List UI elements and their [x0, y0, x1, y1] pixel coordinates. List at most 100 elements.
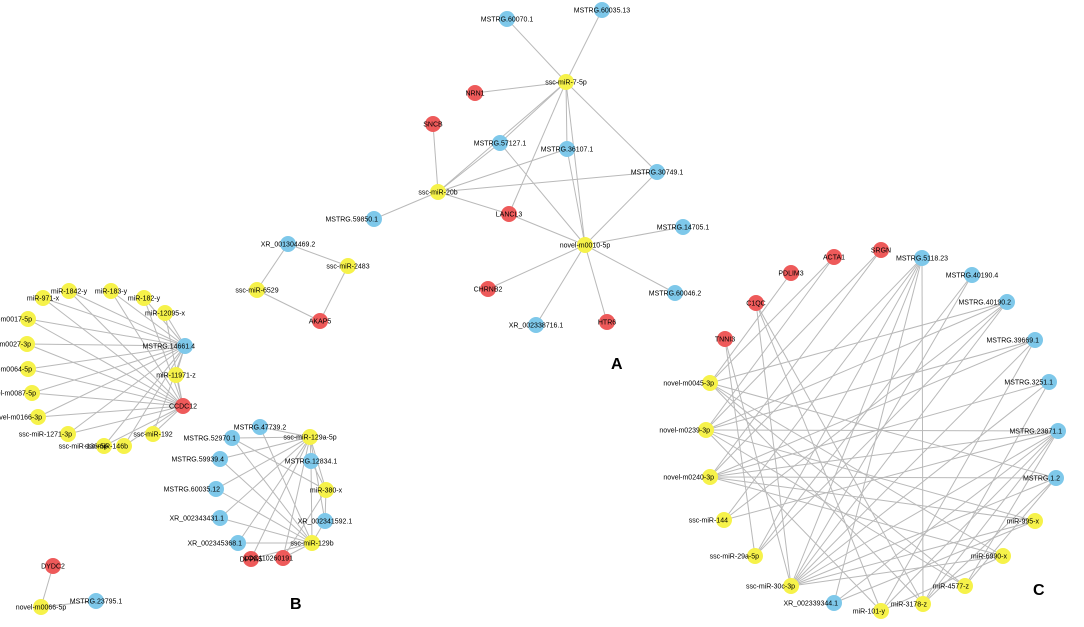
node-c_mir9: miR-4577-z — [933, 578, 973, 594]
node-label: miR-11971-z — [156, 373, 196, 380]
mirna-node-circle — [33, 599, 49, 615]
lncrna-node-circle — [492, 135, 508, 151]
node-label: miR-3178-z — [891, 602, 928, 609]
mirna-node-circle — [302, 429, 318, 445]
lncrna-node-circle — [649, 164, 665, 180]
mirna-node-circle — [249, 282, 265, 298]
node-label: novel-m0240-3p — [663, 475, 714, 482]
edge-a_m2-a_mir2 — [432, 123, 439, 193]
edge-a_lnc1-a_mir1 — [506, 18, 567, 83]
edge-s_mir1-s_m1 — [319, 265, 349, 322]
lncrna-node-circle — [280, 236, 296, 252]
node-l_mir12: ssc-miR-1271-3p — [19, 426, 76, 442]
node-c_mir3: novel-m0240-3p — [663, 469, 718, 485]
mirna-node-circle — [558, 74, 574, 90]
mirna-node-circle — [430, 184, 446, 200]
edge-c_mir7-c_mir1 — [709, 382, 1004, 557]
node-label: ssc-miR-144 — [689, 518, 728, 525]
node-label: MSTRG.3251.1 — [1004, 380, 1053, 387]
node-l_mir13: ssc-miR-192 — [133, 426, 173, 442]
edge-c_lnc7-c_mir9 — [964, 477, 1057, 587]
edge-c_lnc6-c_mir3 — [709, 430, 1059, 478]
node-c_mir10: miR-3178-z — [891, 596, 931, 612]
edge-c_m4-c_mir8 — [755, 302, 792, 587]
edge-l_mir8-l_m1 — [27, 368, 184, 407]
node-c_m5: TNNI3 — [715, 331, 735, 347]
edge-a_m5-a_mir3 — [584, 244, 608, 323]
node-label: miR-101-y — [853, 609, 886, 616]
edge-b_mir1-b_lnc7 — [309, 436, 326, 522]
edge-a_lnc5-a_mir1 — [565, 81, 658, 173]
mirna-node-circle — [157, 305, 173, 321]
node-a_lnc2: MSTRG.60035.13 — [574, 2, 631, 18]
edge-b_mir1-b_lnc6 — [219, 436, 311, 519]
lncrna-node-circle — [667, 285, 683, 301]
node-b_mir3: ssc-miR-129b — [290, 535, 334, 551]
mrna-node-circle — [480, 281, 496, 297]
node-a_m3: LANCL3 — [496, 206, 522, 222]
node-label: MSTRG.30749.1 — [631, 170, 684, 177]
node-label: miR-971-x — [27, 296, 60, 303]
edge-a_lnc4-a_mir2 — [437, 148, 568, 193]
edge-a_lnc3-a_mir1 — [499, 81, 567, 144]
lncrna-node-circle — [317, 513, 333, 529]
panel-label-c: C — [1033, 582, 1045, 599]
lncrna-node-circle — [964, 267, 980, 283]
node-l_mir14: ssc-miR-136-5p — [59, 438, 112, 454]
edge-l_mir7-l_m1 — [26, 343, 184, 407]
node-label: MSTRG.12834.1 — [285, 459, 338, 466]
mirna-node-circle — [318, 482, 334, 498]
node-b_lnc4: MSTRG.12834.1 — [285, 453, 338, 469]
node-label: LOC110260191 — [244, 556, 293, 563]
edge-l_mir15-l_m1 — [123, 405, 184, 447]
node-b_mir2: miR-380-x — [310, 482, 343, 498]
node-c_mir7: miR-6990-x — [971, 548, 1011, 564]
edge-b_mir1-b_lnc2 — [231, 436, 311, 439]
node-label: ssc-miR-2483 — [326, 264, 369, 271]
edge-a_lnc9-a_mir3 — [535, 244, 586, 326]
edge-a_lnc4-a_mir3 — [566, 148, 586, 246]
lncrna-node-circle — [1027, 332, 1043, 348]
mirna-node-circle — [783, 578, 799, 594]
edge-c_lnc3-c_mir2 — [705, 301, 1008, 431]
node-label: novel-m0010-5p — [560, 243, 611, 250]
edge-l_mir7-l_lnc1 — [26, 343, 186, 347]
node-label: MSTRG.59939.4 — [171, 457, 224, 464]
node-label: MSTRG.60035.13 — [574, 8, 631, 15]
edge-c_lnc3-c_mir1 — [709, 301, 1008, 384]
edge-c_lnc1-c_mir8 — [790, 257, 923, 587]
mirna-node-circle — [873, 603, 889, 619]
lncrna-node-circle — [230, 535, 246, 551]
node-d_m1: DYDC2 — [41, 558, 65, 574]
edge-c_lnc7-c_mir10 — [922, 477, 1057, 605]
panel-label-a: A — [611, 356, 623, 373]
mirna-node-circle — [145, 426, 161, 442]
edge-b_mir3-b_lnc2 — [231, 437, 313, 544]
edge-l_mir12-l_lnc1 — [67, 345, 186, 435]
edge-l_mir6-l_m1 — [27, 318, 184, 407]
edge-a_lnc5-a_mir2 — [437, 171, 658, 193]
node-label: XR_001304469.2 — [261, 242, 316, 249]
node-label: SNCB — [423, 122, 443, 129]
edge-b_mir2-b_lnc2 — [231, 437, 327, 491]
mirna-node-circle — [136, 290, 152, 306]
lncrna-node-circle — [594, 2, 610, 18]
node-c_lnc6: MSTRG.23871.1 — [1009, 423, 1066, 439]
panel-labels: A B C — [290, 356, 1045, 613]
node-label: novel-m0087-5p — [0, 391, 36, 398]
panel-label-b: B — [290, 596, 302, 613]
node-l_mir8: novel-m0064-5p — [0, 361, 36, 377]
node-c_mir1: novel-m0045-3p — [663, 375, 718, 391]
edge-l_mir11-l_lnc1 — [37, 345, 186, 418]
node-d_lnc1: MSTRG.23795.1 — [70, 593, 122, 609]
node-label: CCDC12 — [169, 404, 197, 411]
node-s_m1: AKAP5 — [309, 313, 331, 329]
node-l_mir4: miR-971-x — [27, 290, 60, 306]
edge-c_mir5-c_mir8 — [790, 520, 1036, 587]
node-label: XR_002341592.1 — [298, 519, 353, 526]
edge-l_mir4-l_m1 — [42, 297, 184, 407]
edge-l_mir2-l_m1 — [110, 290, 184, 407]
edge-c_mir9-c_mir1 — [709, 382, 966, 587]
mrna-node-circle — [275, 550, 291, 566]
lncrna-node-circle — [528, 317, 544, 333]
